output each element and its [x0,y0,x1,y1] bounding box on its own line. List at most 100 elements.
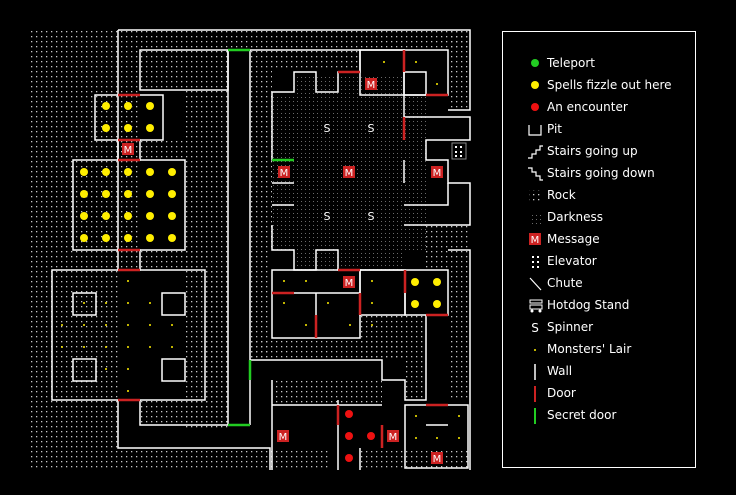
lair-dot [171,346,173,348]
lair-dot [283,280,285,282]
rock-region [205,270,228,400]
lair-dot [127,390,129,392]
lair-dot [149,302,151,304]
elevator-icon [527,254,545,270]
rock-icon [527,188,545,204]
lair-dot [371,280,373,282]
rock-region [272,380,382,405]
svg-text:S: S [531,321,539,335]
spell-fizzle-marker [146,124,154,132]
legend-label: Teleport [547,56,595,70]
svg-text:M: M [531,235,540,246]
spell-fizzle-marker [102,168,110,176]
message-marker: M [278,166,290,179]
lair-dot [127,346,129,348]
spell-fizzle-marker [80,234,88,242]
pit-icon [527,122,545,138]
rock-region [360,315,405,360]
lair-dot [127,280,129,282]
chute-icon [527,276,545,292]
svg-text:M: M [433,168,442,179]
legend-label: Stairs going up [547,144,638,158]
spell-fizzle-marker [80,212,88,220]
lair-dot [371,324,373,326]
spell-fizzle-marker [102,102,110,110]
legend-item: Pit [517,120,695,140]
lair-dot [283,302,285,304]
lair-dot [61,346,63,348]
message-marker: M [277,430,289,443]
lair-dot [305,280,307,282]
encounter-marker [345,410,353,418]
spell-fizzle-marker [146,102,154,110]
rock-region [140,140,185,160]
spell-fizzle-marker [146,234,154,242]
rock-region [250,250,270,360]
legend-label: An encounter [547,100,628,114]
legend-label: Stairs going down [547,166,655,180]
lair-dot [458,415,460,417]
message-marker: M [122,143,134,156]
spell-fizzle-marker [102,212,110,220]
stairs-down-icon [527,166,545,182]
legend-label: Spinner [547,320,594,334]
legend-item: Chute [517,274,695,294]
spinner-marker: S [324,122,331,135]
lair-dot [127,324,129,326]
legend-label: Message [547,232,600,246]
rock-region [448,30,468,110]
spell-fizzle-marker [168,234,176,242]
door-icon [527,386,545,402]
lair-dot [105,368,107,370]
legend-item: Rock [517,186,695,206]
legend-label: Rock [547,188,576,202]
legend-item: An encounter [517,98,695,118]
message-icon: M [527,232,545,248]
spell-fizzle-icon [527,78,545,94]
legend-item: M Message [517,230,695,250]
legend-label: Pit [547,122,563,136]
encounter-marker [367,432,375,440]
message-marker: M [431,452,443,465]
rock-region [118,30,468,50]
lair-dot [349,324,351,326]
message-marker: M [431,166,443,179]
legend-label: Monsters' Lair [547,342,632,356]
hotdog-stand-icon [527,298,545,314]
spinner-marker: S [324,210,331,223]
lair-dot [371,302,373,304]
rock-region [118,448,328,468]
spell-fizzle-marker [124,168,132,176]
spell-fizzle-marker [433,278,441,286]
lair-dot [83,346,85,348]
lair-dot [458,437,460,439]
message-marker: M [365,78,377,91]
legend-item: Elevator [517,252,695,272]
spell-fizzle-marker [433,300,441,308]
legend-item: S Spinner [517,318,695,338]
svg-text:M: M [389,432,398,443]
secret-doors [228,48,294,427]
monsters-lair-dots [61,61,460,439]
spell-fizzle-marker [80,190,88,198]
legend-label: Hotdog Stand [547,298,630,312]
svg-text:M: M [433,454,442,465]
spell-fizzle-marker [146,190,154,198]
spinner-marker: S [368,210,375,223]
lair-dot [127,368,129,370]
legend-item: Secret door [517,406,695,426]
doors [118,50,448,448]
spell-fizzle-marker [124,234,132,242]
elevator-marker [451,142,467,160]
legend-item: Hotdog Stand [517,296,695,316]
spell-fizzle-marker [168,212,176,220]
legend-label: Chute [547,276,583,290]
spell-fizzle-marker [80,168,88,176]
legend-item: Door [517,384,695,404]
legend-label: Door [547,386,576,400]
lair-dot [127,302,129,304]
spell-fizzle-marker [102,124,110,132]
spell-fizzle-markers [80,102,441,308]
message-marker: M [343,166,355,179]
